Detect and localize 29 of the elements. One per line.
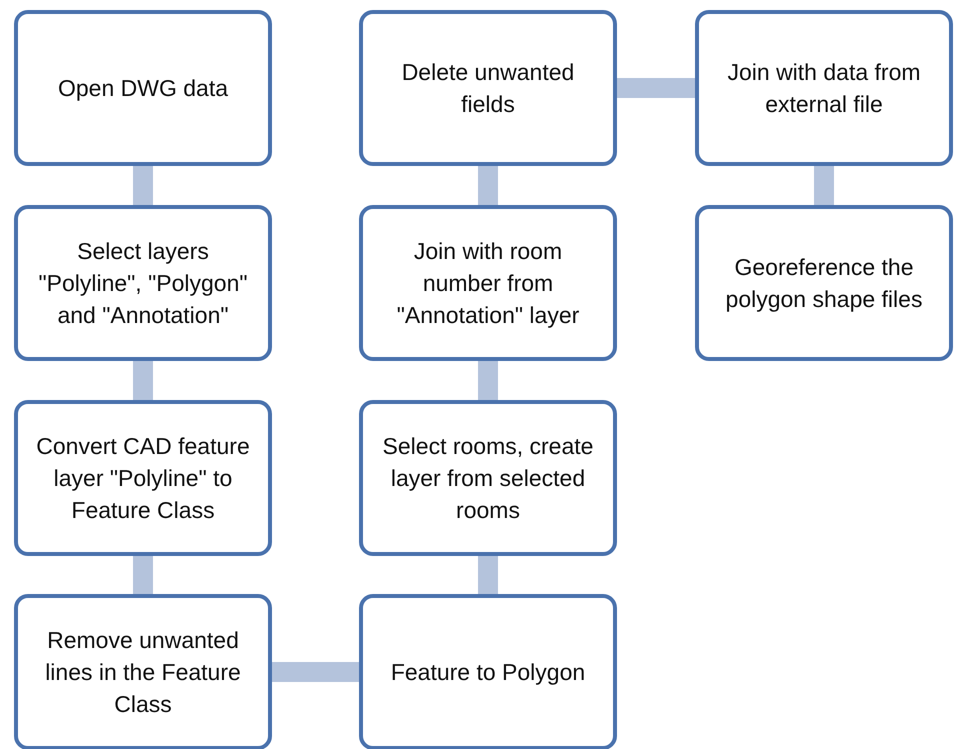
connector-bar xyxy=(478,556,498,594)
connector-bar xyxy=(133,556,153,594)
step-text: Delete unwanted fields xyxy=(400,58,576,119)
process-box xyxy=(359,10,617,166)
connector-bar xyxy=(478,166,498,205)
process-box xyxy=(359,400,617,556)
process-box xyxy=(14,10,272,166)
step-text: Open DWG data xyxy=(58,74,228,103)
process-box xyxy=(695,10,953,166)
step-text: Convert CAD feature layer "Polyline" to Feature Class xyxy=(35,432,251,525)
connector-bar xyxy=(478,361,498,400)
connector-bar xyxy=(617,78,695,98)
connector-bar xyxy=(133,166,153,205)
connector-bar xyxy=(272,662,359,682)
process-box xyxy=(359,205,617,361)
step-text: Select rooms, create layer from selected rooms xyxy=(382,432,594,525)
step-text: Select layers "Polyline", "Polygon" and "Annotation" xyxy=(37,237,249,330)
step-text: Feature to Polygon xyxy=(390,658,586,687)
step-text: Remove unwanted lines in the Feature Class xyxy=(44,626,242,719)
step-text: Join with data from external file xyxy=(726,58,922,119)
process-box xyxy=(14,205,272,361)
process-box xyxy=(695,205,953,361)
process-box xyxy=(14,594,272,749)
process-box xyxy=(14,400,272,556)
connector-bar xyxy=(133,361,153,400)
step-text: Join with room number from "Annotation" layer xyxy=(396,237,580,330)
step-text: Georeference the polygon shape files xyxy=(724,253,924,314)
connector-bar xyxy=(814,166,834,205)
process-box xyxy=(359,594,617,749)
